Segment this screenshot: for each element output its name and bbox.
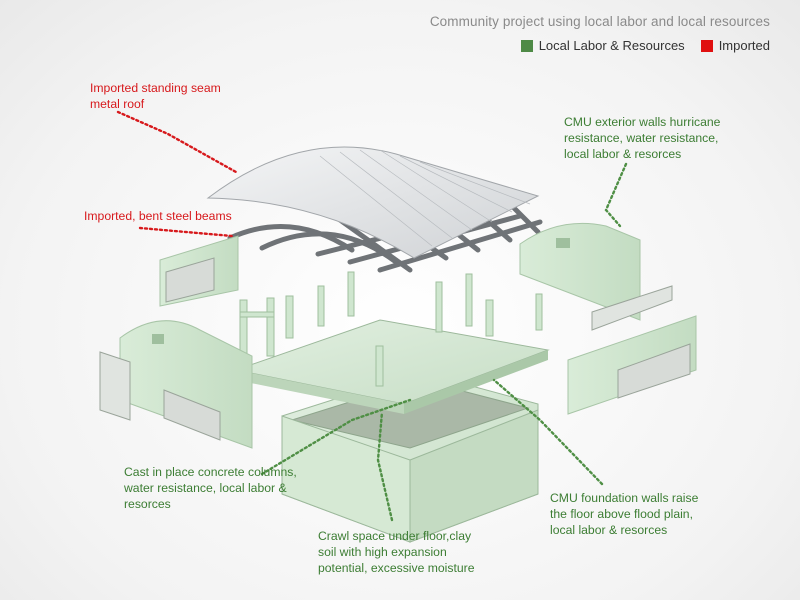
annotation-crawl-line-2: soil with high expansion: [318, 545, 447, 559]
leader-crawl: [376, 410, 394, 522]
legend-item-local: Local Labor & Resources: [520, 38, 685, 53]
metal-roof: [206, 146, 540, 259]
annotation-cmu-walls: CMU exterior walls hurricane resistance,…: [564, 114, 720, 162]
annotation-roof: Imported standing seam metal roof: [90, 80, 221, 112]
legend-swatch-local: [520, 39, 533, 52]
foundation-box: [281, 371, 539, 543]
annotation-foundation-line-1: CMU foundation walls raise: [550, 491, 699, 505]
annotation-beams-line-1: Imported, bent steel beams: [84, 209, 232, 223]
right-gable-wall: [519, 222, 641, 321]
annotation-beams: Imported, bent steel beams: [84, 208, 232, 224]
annotation-foundation: CMU foundation walls raise the floor abo…: [550, 490, 698, 538]
annotation-columns-line-3: resorces: [124, 497, 171, 511]
annotation-roof-line-1: Imported standing seam: [90, 81, 221, 95]
page-title: Community project using local labor and …: [429, 14, 770, 29]
annotation-cmu-walls-line-1: CMU exterior walls hurricane: [564, 115, 721, 129]
legend: Local Labor & Resources Imported: [520, 38, 770, 53]
right-wall-panels: [567, 285, 697, 415]
leader-beams: [138, 226, 234, 238]
annotation-crawl-line-1: Crawl space under floor,clay: [318, 529, 472, 543]
leader-lines: [116, 110, 628, 522]
leader-columns: [260, 398, 412, 476]
annotation-cmu-walls-line-2: resistance, water resistance,: [564, 131, 719, 145]
leader-roof: [116, 110, 238, 174]
annotation-columns-line-1: Cast in place concrete columns,: [124, 465, 297, 479]
leader-foundation: [492, 378, 604, 486]
annotation-roof-line-2: metal roof: [90, 97, 145, 111]
left-exterior-wall: [99, 320, 253, 449]
legend-item-imported: Imported: [700, 38, 770, 53]
concrete-columns: [239, 271, 543, 387]
annotation-columns-line-2: water resistance, local labor &: [124, 481, 287, 495]
annotation-foundation-line-2: the floor above flood plain,: [550, 507, 693, 521]
legend-label-imported: Imported: [718, 38, 770, 53]
leader-cmu-walls: [604, 162, 628, 228]
annotation-foundation-line-3: local labor & resorces: [550, 523, 668, 537]
annotation-cmu-walls-line-3: local labor & resorces: [564, 147, 682, 161]
floor-slab: [234, 319, 550, 414]
annotation-crawl-line-3: potential, excessive moisture: [318, 561, 475, 575]
annotation-crawl: Crawl space under floor,clay soil with h…: [318, 528, 474, 576]
left-upper-panel: [159, 235, 239, 307]
annotation-columns: Cast in place concrete columns, water re…: [124, 464, 297, 512]
legend-swatch-imported: [700, 39, 713, 52]
legend-label-local: Local Labor & Resources: [538, 38, 685, 53]
